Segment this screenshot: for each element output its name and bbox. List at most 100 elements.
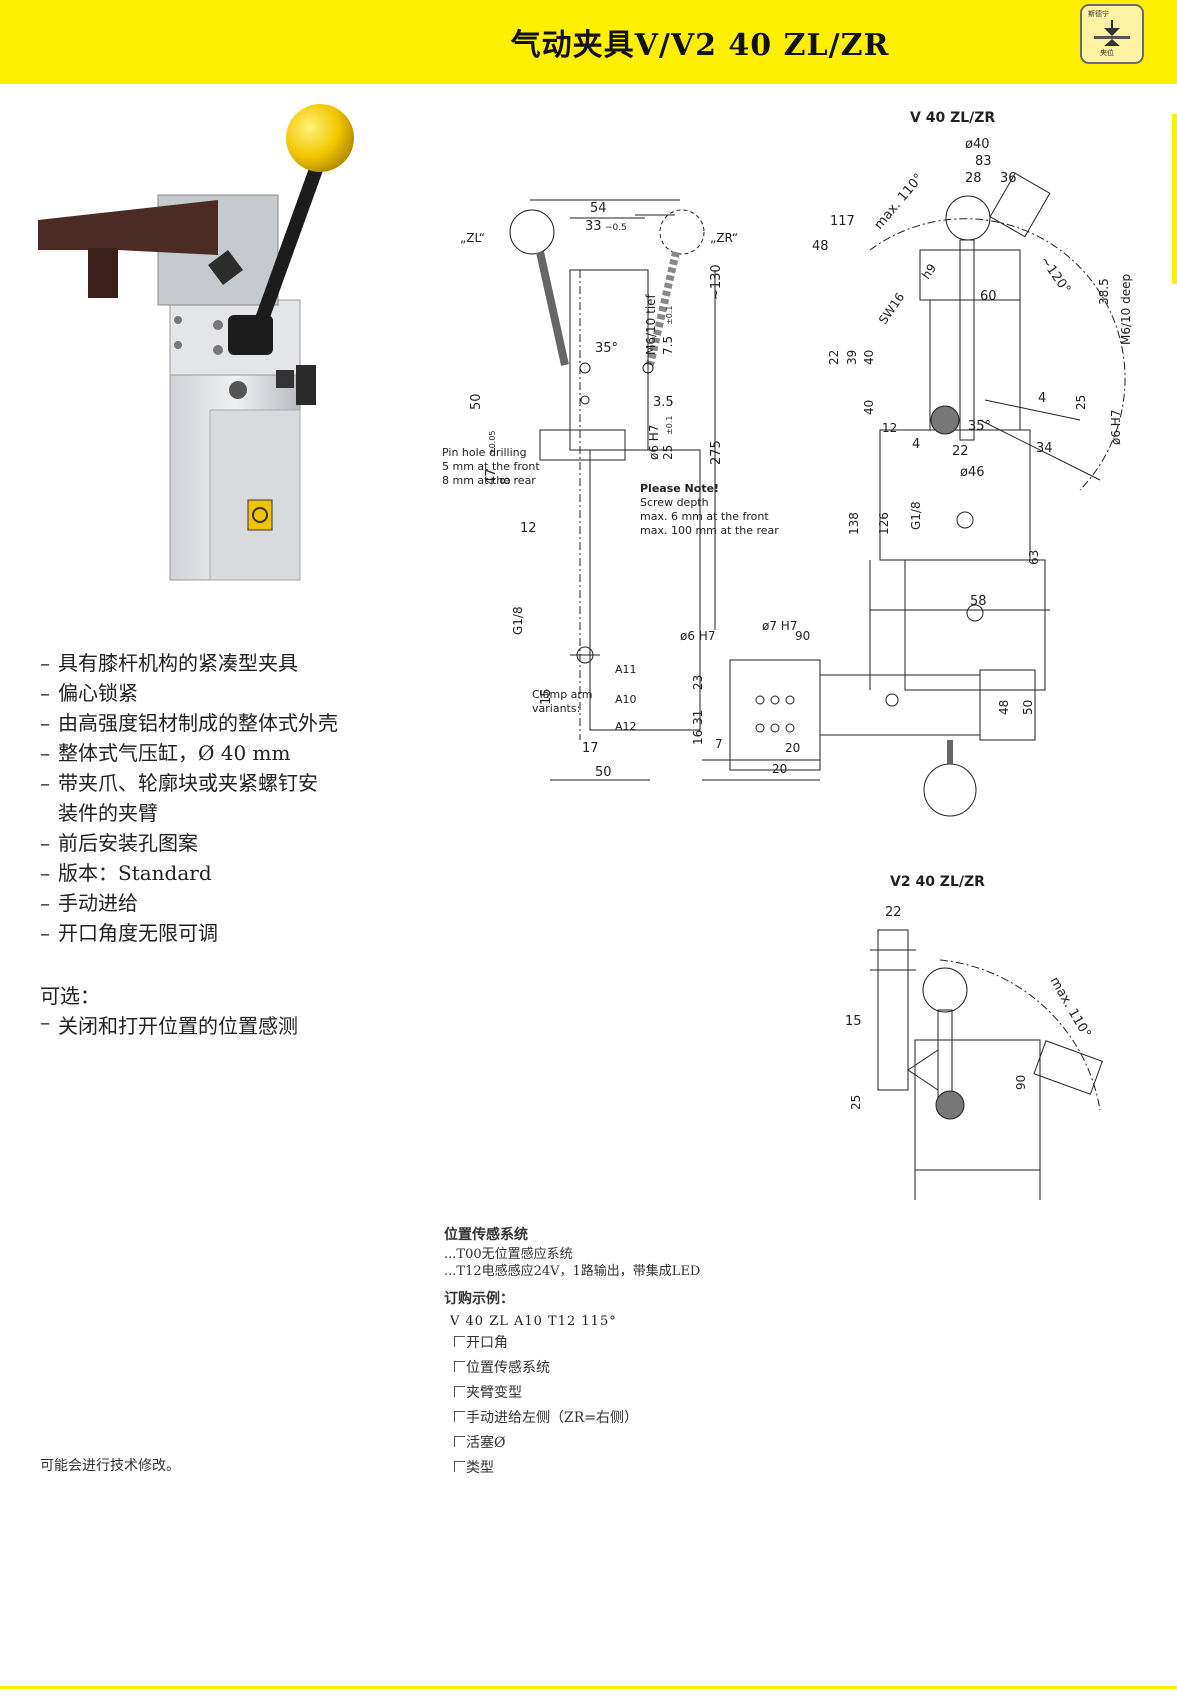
logo-bottom-text: 夹位: [1100, 49, 1114, 57]
svg-text:48: 48: [812, 239, 829, 254]
feature-item: –带夹爪、轮廓块或夹紧螺钉安: [40, 771, 318, 795]
variant-label: A10: [615, 693, 637, 706]
svg-text:126: 126: [877, 512, 891, 535]
svg-text:ø6 H7: ø6 H7: [680, 629, 715, 643]
svg-text:23: 23: [691, 675, 705, 690]
header-bar: 气动夹具V/V2 40 ZL/ZR 斯德宁 夹位: [0, 0, 1177, 84]
screw-note-line: max. 6 mm at the front: [640, 510, 769, 523]
svg-text:max. 110°: max. 110°: [1047, 975, 1094, 1041]
order-example-title: 订购示例：: [444, 1291, 514, 1307]
drawing-title: V 40 ZL/ZR: [910, 110, 995, 126]
technical-drawing-v40: V 40 ZL/ZR „ZL“ „ZR“ 54 33 −0.5 50 35° 4…: [442, 110, 1133, 817]
svg-text:12: 12: [520, 521, 537, 536]
sensor-title: 位置传感系统: [444, 1227, 528, 1243]
v2-title: V2 40 ZL/ZR: [890, 874, 985, 890]
svg-text:28: 28: [965, 171, 982, 186]
svg-text:20: 20: [785, 741, 800, 755]
svg-text:4: 4: [1038, 391, 1046, 406]
svg-text:3.5: 3.5: [653, 395, 674, 410]
variant-label: A11: [615, 663, 637, 676]
svg-text:G1/8: G1/8: [909, 501, 923, 530]
pin-note-line: 5 mm at the front: [442, 460, 540, 473]
svg-text:max. 110°: max. 110°: [872, 171, 927, 233]
svg-text:25: 25: [661, 445, 675, 460]
svg-text:40: 40: [862, 400, 876, 415]
page-edge-marker: [1172, 114, 1177, 284]
svg-text:138: 138: [847, 512, 861, 535]
svg-text:SW16: SW16: [876, 290, 907, 327]
pin-note-line: Pin hole drilling: [442, 446, 527, 459]
svg-text:7: 7: [715, 737, 723, 751]
options-title: 可选：: [40, 984, 100, 1008]
svg-text:117: 117: [830, 214, 855, 229]
svg-text:50: 50: [469, 393, 484, 410]
svg-text:35°: 35°: [968, 419, 991, 434]
feature-item: –开口角度无限可调: [40, 921, 218, 945]
footer-rule: [0, 1686, 1177, 1689]
screw-note-line: max. 100 mm at the rear: [640, 524, 779, 537]
feature-item: –版本：Standard: [40, 861, 212, 885]
logo-clamp-icon: [1094, 20, 1130, 46]
svg-text:7.5: 7.5: [661, 336, 675, 355]
svg-text:~130: ~130: [709, 264, 724, 300]
svg-text:±0.1: ±0.1: [665, 416, 674, 435]
side-view: ø40 83 28 36 117 48 max. 110° ~120° 38.5…: [812, 137, 1133, 691]
svg-text:ø6 H7: ø6 H7: [1109, 410, 1123, 445]
svg-text:50: 50: [1021, 700, 1035, 715]
svg-text:25: 25: [849, 1095, 863, 1110]
svg-text:36: 36: [1000, 171, 1017, 186]
feature-item: –前后安装孔图案: [40, 831, 198, 855]
option-item: –关闭和打开位置的位置感测: [40, 1010, 298, 1038]
feature-item: –整体式气压缸，Ø 40 mm: [40, 741, 291, 765]
svg-text:12: 12: [882, 421, 897, 435]
svg-text:90: 90: [1014, 1075, 1028, 1090]
screw-note-line: Screw depth: [640, 496, 709, 509]
order-code: V 40 ZL A10 T12 115°: [450, 1314, 617, 1329]
feature-item: –由高强度铝材制成的整体式外壳: [40, 711, 338, 735]
svg-text:17: 17: [582, 741, 599, 756]
svg-text:20: 20: [772, 762, 787, 776]
zr-label: „ZR“: [710, 231, 738, 245]
svg-text:39: 39: [845, 350, 859, 365]
svg-text:275: 275: [709, 440, 724, 465]
svg-text:ø6 H7: ø6 H7: [647, 425, 661, 460]
svg-text:15: 15: [845, 1014, 862, 1029]
logo-top-text: 斯德宁: [1088, 10, 1109, 18]
clamp-arm-label: Clamp arm: [532, 688, 592, 701]
svg-text:8: 8: [499, 477, 514, 485]
top-view: ø7 H7 ø6 H7 90 23 31 16 7 20 20 48 50 Cl…: [532, 619, 1036, 817]
svg-text:40: 40: [862, 350, 876, 365]
svg-text:4: 4: [912, 437, 920, 452]
svg-text:15: 15: [539, 688, 554, 705]
svg-text:31: 31: [691, 710, 705, 725]
svg-text:G1/8: G1/8: [511, 606, 525, 635]
svg-text:34: 34: [1036, 441, 1053, 456]
feature-item: –手动进给: [40, 891, 138, 915]
svg-text:63: 63: [1027, 550, 1041, 565]
front-view: „ZL“ „ZR“ 54 33 −0.5 50 35° 47 ±0.05 8 1…: [442, 199, 779, 781]
feature-item: 装件的夹臂: [58, 801, 158, 825]
product-photo: [38, 104, 354, 581]
svg-text:22: 22: [952, 444, 969, 459]
svg-text:47: 47: [484, 468, 499, 485]
svg-text:35°: 35°: [595, 341, 618, 356]
svg-text:~120°: ~120°: [1037, 254, 1074, 297]
svg-text:−0.5: −0.5: [605, 223, 627, 233]
sensor-option: ...T12电感感应24V，1路输出，带集成LED: [444, 1264, 701, 1279]
feature-item: –具有膝杆机构的紧凑型夹具: [40, 651, 298, 675]
feature-item: –偏心锁紧: [40, 681, 138, 705]
svg-text:±0.1: ±0.1: [665, 306, 674, 325]
svg-text:25: 25: [1074, 395, 1088, 410]
svg-text:±0.05: ±0.05: [488, 430, 497, 455]
svg-text:22: 22: [827, 350, 841, 365]
svg-text:90: 90: [795, 629, 810, 643]
page-title: 气动夹具V/V2 40 ZL/ZR: [510, 28, 890, 63]
svg-text:M6/10 tief: M6/10 tief: [644, 293, 658, 355]
svg-text:ø7 H7: ø7 H7: [762, 619, 797, 633]
clamp-arm-label: variants:: [532, 702, 580, 715]
zl-label: „ZL“: [460, 231, 485, 245]
feature-list: –具有膝杆机构的紧凑型夹具 –偏心锁紧 –由高强度铝材制成的整体式外壳 –整体式…: [40, 648, 420, 948]
svg-text:h9: h9: [919, 261, 939, 282]
svg-text:58: 58: [970, 594, 987, 609]
svg-text:48: 48: [997, 700, 1011, 715]
